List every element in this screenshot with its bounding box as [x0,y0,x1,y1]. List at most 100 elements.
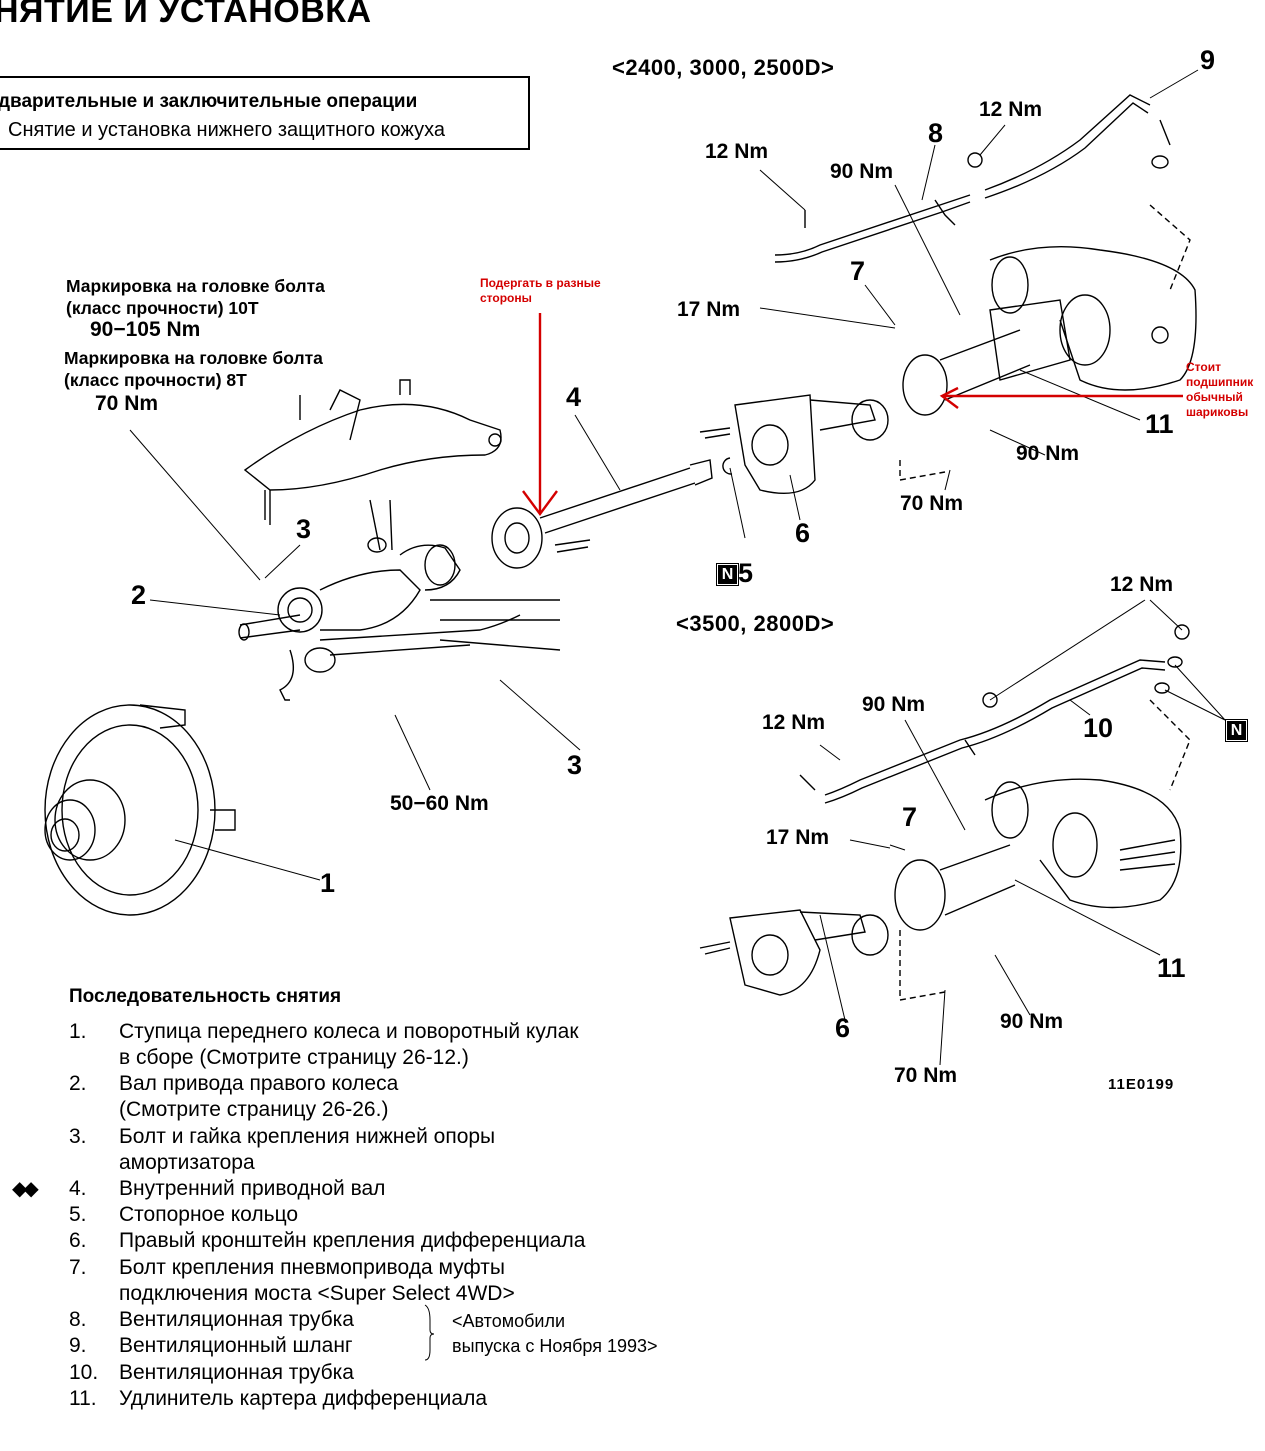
prep-operations-box: дварительные и заключительные операции С… [0,76,530,150]
snap-ring [722,457,733,475]
part-number-10: 10 [1083,713,1114,743]
shake-note-line1: Подергать в разные [480,276,601,290]
list-item-text: Удлинитель картера дифференциала [119,1387,488,1410]
list-item-number: 11. [69,1387,97,1410]
torque-label: 70 Nm [894,1064,958,1087]
bracket-note-line2: выпуска с Ноября 1993> [452,1336,658,1356]
shake-arrow-head [522,490,558,517]
assembly-line [1149,204,1191,291]
new-part-marker-bottom: N [1225,714,1248,745]
bolt-note-8t-line1: Маркировка на головке болта [64,348,323,368]
list-item-number: 7. [69,1256,87,1279]
upper-control-arm [243,379,502,525]
list-item-text: Вал привода правого колеса [119,1072,399,1095]
list-item-number: 10. [69,1361,99,1384]
part-number-6: 6 [835,1013,851,1043]
torque-10t: 90−105 Nm [90,318,201,341]
list-item-number: 8. [69,1308,87,1331]
torque-label: 12 Nm [979,98,1043,121]
variant-label-bottom: <3500, 2800D> [676,611,835,636]
part-number-1: 1 [320,868,336,898]
knuckle-assembly [238,499,521,701]
bolt-note-10t: Маркировка на головке болта (класс прочн… [66,275,325,319]
vent-pipe-top [774,94,1171,263]
part-number-9: 9 [1200,45,1216,75]
list-item-number: 2. [69,1072,87,1095]
installation-note-marker-icon: ◆◆ [12,1178,39,1200]
torque-8t: 70 Nm [95,392,159,415]
list-item-number: 4. [69,1177,87,1200]
prep-item: Снятие и установка нижнего защитного кож… [8,119,446,141]
assembly-line [899,460,946,481]
part-number-2: 2 [131,580,147,610]
torque-label: 12 Nm [762,711,826,734]
variant-label-top: <2400, 3000, 2500D> [612,55,835,80]
new-part-marker: N [716,563,739,587]
figure-code: 11E0199 [1108,1076,1175,1093]
list-item-text: Стопорное кольцо [119,1203,299,1226]
part-number-11: 11 [1157,953,1186,983]
prep-heading: дварительные и заключительные операции [0,91,418,112]
bracket-note-line1: <Автомобили [452,1311,566,1331]
list-item-text: Вентиляционная трубка [119,1361,354,1384]
part-number-8: 8 [928,118,944,148]
torque-label: 12 Nm [1110,573,1174,596]
list-item-text: Внутренний приводной вал [119,1177,386,1200]
assembly-line [899,930,946,1001]
bracket-top [699,394,889,494]
bracket-brace [424,1304,435,1361]
list-item-number: 9. [69,1334,87,1357]
page-title: НЯТИЕ И УСТАНОВКА [0,0,372,30]
torque-label: 90 Nm [1016,442,1080,465]
bolt-note-10t-line2: (класс прочности) 10T [66,298,259,318]
bearing-note-line3: обычный [1186,390,1243,404]
bearing-arrow-head [939,386,959,409]
new-part-marker: N [1225,719,1248,743]
list-item-text: Вентиляционная трубка [119,1308,354,1331]
torque-label: 17 Nm [766,826,830,849]
part-number-7: 7 [850,256,866,286]
list-item-number: 6. [69,1229,87,1252]
torque-label: 17 Nm [677,298,741,321]
shake-note: Подергать в разные стороны [480,276,601,306]
list-item-text: подключения моста <Super Select 4WD> [119,1282,515,1305]
part-number-3: 3 [296,514,312,544]
bearing-note-line2: подшипник [1186,375,1254,389]
part-number-11: 11 [1145,409,1174,439]
part-number-6: 6 [795,518,811,548]
torque-label: 90 Nm [1000,1010,1064,1033]
removal-sequence-title: Последовательность снятия [69,986,342,1007]
torque-label: 90 Nm [830,160,894,183]
diff-extension-top [902,245,1197,416]
part-number-3: 3 [567,750,583,780]
torque-label: 12 Nm [705,140,769,163]
bracket-note: <Автомобили выпуска с Ноября 1993> [452,1309,658,1359]
assembly-line [1149,699,1191,791]
list-item-text: (Смотрите страницу 26-26.) [119,1098,389,1121]
red-annotation-arrows [522,313,1183,517]
part-number-5-value: 5 [738,558,754,588]
bracket-bottom [699,909,889,996]
list-item-number: 5. [69,1203,87,1226]
shake-note-line2: стороны [480,291,532,305]
bearing-note-line1: Стоит [1186,360,1221,374]
torque-label: 70 Nm [900,492,964,515]
list-item-text: Правый кронштейн крепления дифференциала [119,1229,586,1252]
list-item-text: амортизатора [119,1151,255,1174]
list-item-text: Вентиляционный шланг [119,1334,353,1357]
list-item-text: в сборе (Смотрите страницу 26-12.) [119,1046,469,1069]
part-number-4: 4 [566,382,582,412]
list-item-text: Болт и гайка крепления нижней опоры [119,1125,496,1148]
list-item-number: 3. [69,1125,87,1148]
bolt-note-10t-line1: Маркировка на головке болта [66,276,325,296]
list-item-text: Болт крепления пневмопривода муфты [119,1256,505,1279]
lower-arm [430,599,561,651]
torque-label: 50−60 Nm [390,792,489,815]
bearing-note: Стоит подшипник обычный шариковы [1186,360,1253,420]
bearing-note-line4: шариковы [1186,405,1249,419]
inner-drive-shaft [491,459,713,569]
leader-lines [129,69,1226,1066]
bolt-note-8t-line2: (класс прочности) 8T [64,370,247,390]
part-number-7: 7 [902,802,918,832]
